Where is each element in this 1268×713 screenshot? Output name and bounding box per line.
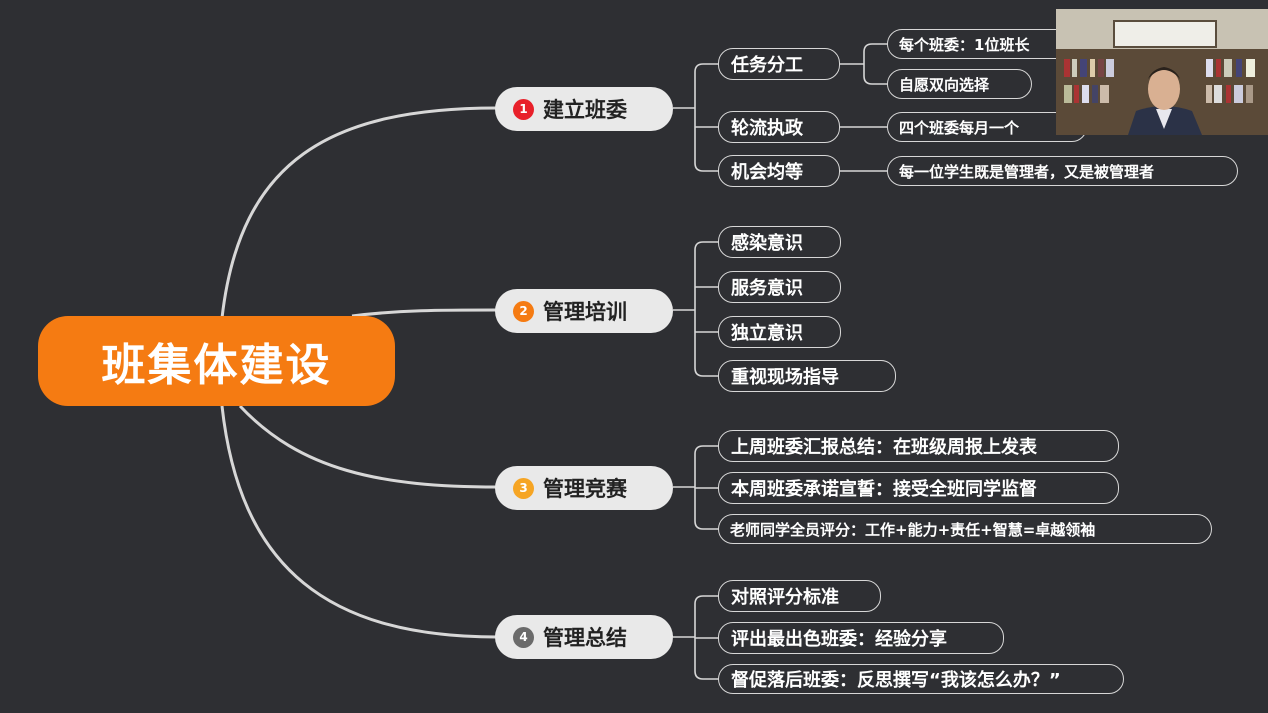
number-badge-3: 3 [513, 477, 534, 499]
connector-line [694, 670, 719, 680]
connector-line [694, 63, 719, 73]
root-node[interactable]: 班集体建设 [38, 316, 395, 406]
connector-line [220, 405, 498, 639]
subtopic-node-1-1-1[interactable]: 每个班委：1位班长 [887, 29, 1087, 59]
connector-line [351, 308, 498, 318]
subtopic-node-1-3-1[interactable]: 每一位学生既是管理者，又是被管理者 [887, 156, 1238, 186]
topic-node-2-1[interactable]: 感染意识 [718, 226, 841, 258]
topic-node-1-3[interactable]: 机会均等 [718, 155, 840, 187]
branch-node-2[interactable]: 2 管理培训 [495, 289, 673, 333]
connector-line [694, 241, 719, 251]
subtopic-node-1-2-1[interactable]: 四个班委每月一个 [887, 112, 1087, 142]
webcam-video-overlay [1056, 9, 1268, 135]
connector-line [863, 43, 888, 53]
connector-line [863, 75, 888, 85]
topic-node-3-2[interactable]: 本周班委承诺宣誓：接受全班同学监督 [718, 472, 1119, 504]
connector-line [694, 520, 719, 530]
topic-node-1-1[interactable]: 任务分工 [718, 48, 840, 80]
presenter-video-image [1056, 9, 1268, 135]
branch-label: 管理总结 [543, 626, 627, 650]
branch-label: 管理培训 [543, 300, 627, 324]
topic-node-1-2[interactable]: 轮流执政 [718, 111, 840, 143]
connector-line [694, 162, 719, 172]
connector-line [694, 595, 719, 605]
branch-label: 建立班委 [543, 98, 627, 122]
branch-label: 管理竞赛 [543, 477, 627, 501]
connector-line [238, 404, 498, 489]
topic-node-3-1[interactable]: 上周班委汇报总结：在班级周报上发表 [718, 430, 1119, 462]
branch-node-1[interactable]: 1 建立班委 [495, 87, 673, 131]
topic-node-4-2[interactable]: 评出最出色班委：经验分享 [718, 622, 1004, 654]
connector-line [694, 445, 719, 455]
topic-node-4-3[interactable]: 督促落后班委：反思撰写“我该怎么办？” [718, 664, 1124, 694]
topic-node-2-2[interactable]: 服务意识 [718, 271, 841, 303]
topic-node-4-1[interactable]: 对照评分标准 [718, 580, 881, 612]
topic-node-2-4[interactable]: 重视现场指导 [718, 360, 896, 392]
number-badge-4: 4 [513, 626, 534, 648]
number-badge-2: 2 [513, 300, 534, 322]
topic-node-2-3[interactable]: 独立意识 [718, 316, 841, 348]
connector-line [220, 106, 498, 319]
number-badge-1: 1 [513, 98, 534, 120]
subtopic-node-1-1-2[interactable]: 自愿双向选择 [887, 69, 1032, 99]
branch-node-3[interactable]: 3 管理竞赛 [495, 466, 673, 510]
topic-node-3-3[interactable]: 老师同学全员评分：工作+能力+责任+智慧=卓越领袖 [718, 514, 1212, 544]
connector-line [694, 367, 719, 377]
branch-node-4[interactable]: 4 管理总结 [495, 615, 673, 659]
